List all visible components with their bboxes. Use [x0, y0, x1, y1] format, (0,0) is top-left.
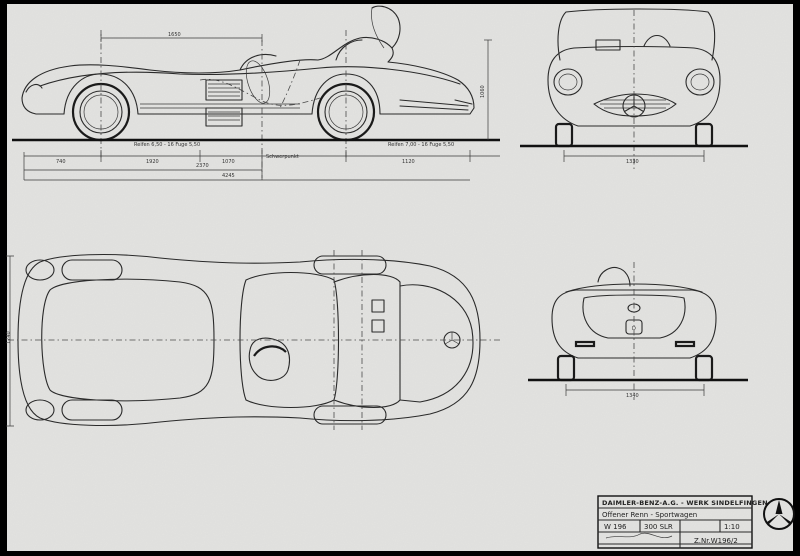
dim-rear-overhang: 1120 — [402, 159, 415, 165]
front-view: 1330 — [520, 8, 748, 170]
side-view: 1650 1060 Reifen 6,50 - 16 Fuge 5,50 Rei… — [12, 5, 500, 181]
cg-label: Schwerpunkt — [266, 154, 299, 160]
front-tires-label: Reifen 6,50 - 16 Fuge 5,50 — [134, 142, 200, 148]
title-drawing-number: Z.Nr.W196/2 — [694, 537, 738, 545]
rear-track-label: 1340 — [626, 393, 639, 399]
rear-tires-label: Reifen 7,00 - 16 Fuge 5,50 — [388, 142, 454, 148]
title-type-code: W 196 — [604, 523, 627, 531]
signature — [605, 532, 673, 539]
plan-view: 1740 — [6, 250, 500, 430]
plan-width-label: 1740 — [6, 331, 12, 344]
svg-text:D: D — [632, 326, 636, 332]
dim-height: 1060 — [480, 85, 486, 98]
dim-front-overhang: 740 — [56, 159, 66, 165]
title-scale: 1:10 — [724, 523, 740, 531]
dim-total-length: 4245 — [222, 173, 235, 179]
title-company: DAIMLER-BENZ-A.G. - WERK SINDELFINGEN — [602, 499, 768, 507]
dim-cg-distance: 1070 — [222, 159, 235, 165]
title-model: 300 SLR — [644, 523, 673, 531]
title-description: Offener Renn - Sportwagen — [602, 511, 697, 519]
dim-wheelbase: 1920 — [146, 159, 159, 165]
mercedes-star-emblem-icon — [763, 498, 795, 530]
dim-front-to-cg: 2370 — [196, 163, 209, 169]
paper — [7, 4, 793, 551]
dim-top-length: 1650 — [168, 32, 181, 38]
title-block: DAIMLER-BENZ-A.G. - WERK SINDELFINGEN Of… — [597, 495, 768, 549]
rear-view: D 1340 — [528, 262, 748, 400]
front-track-label: 1330 — [626, 159, 639, 165]
